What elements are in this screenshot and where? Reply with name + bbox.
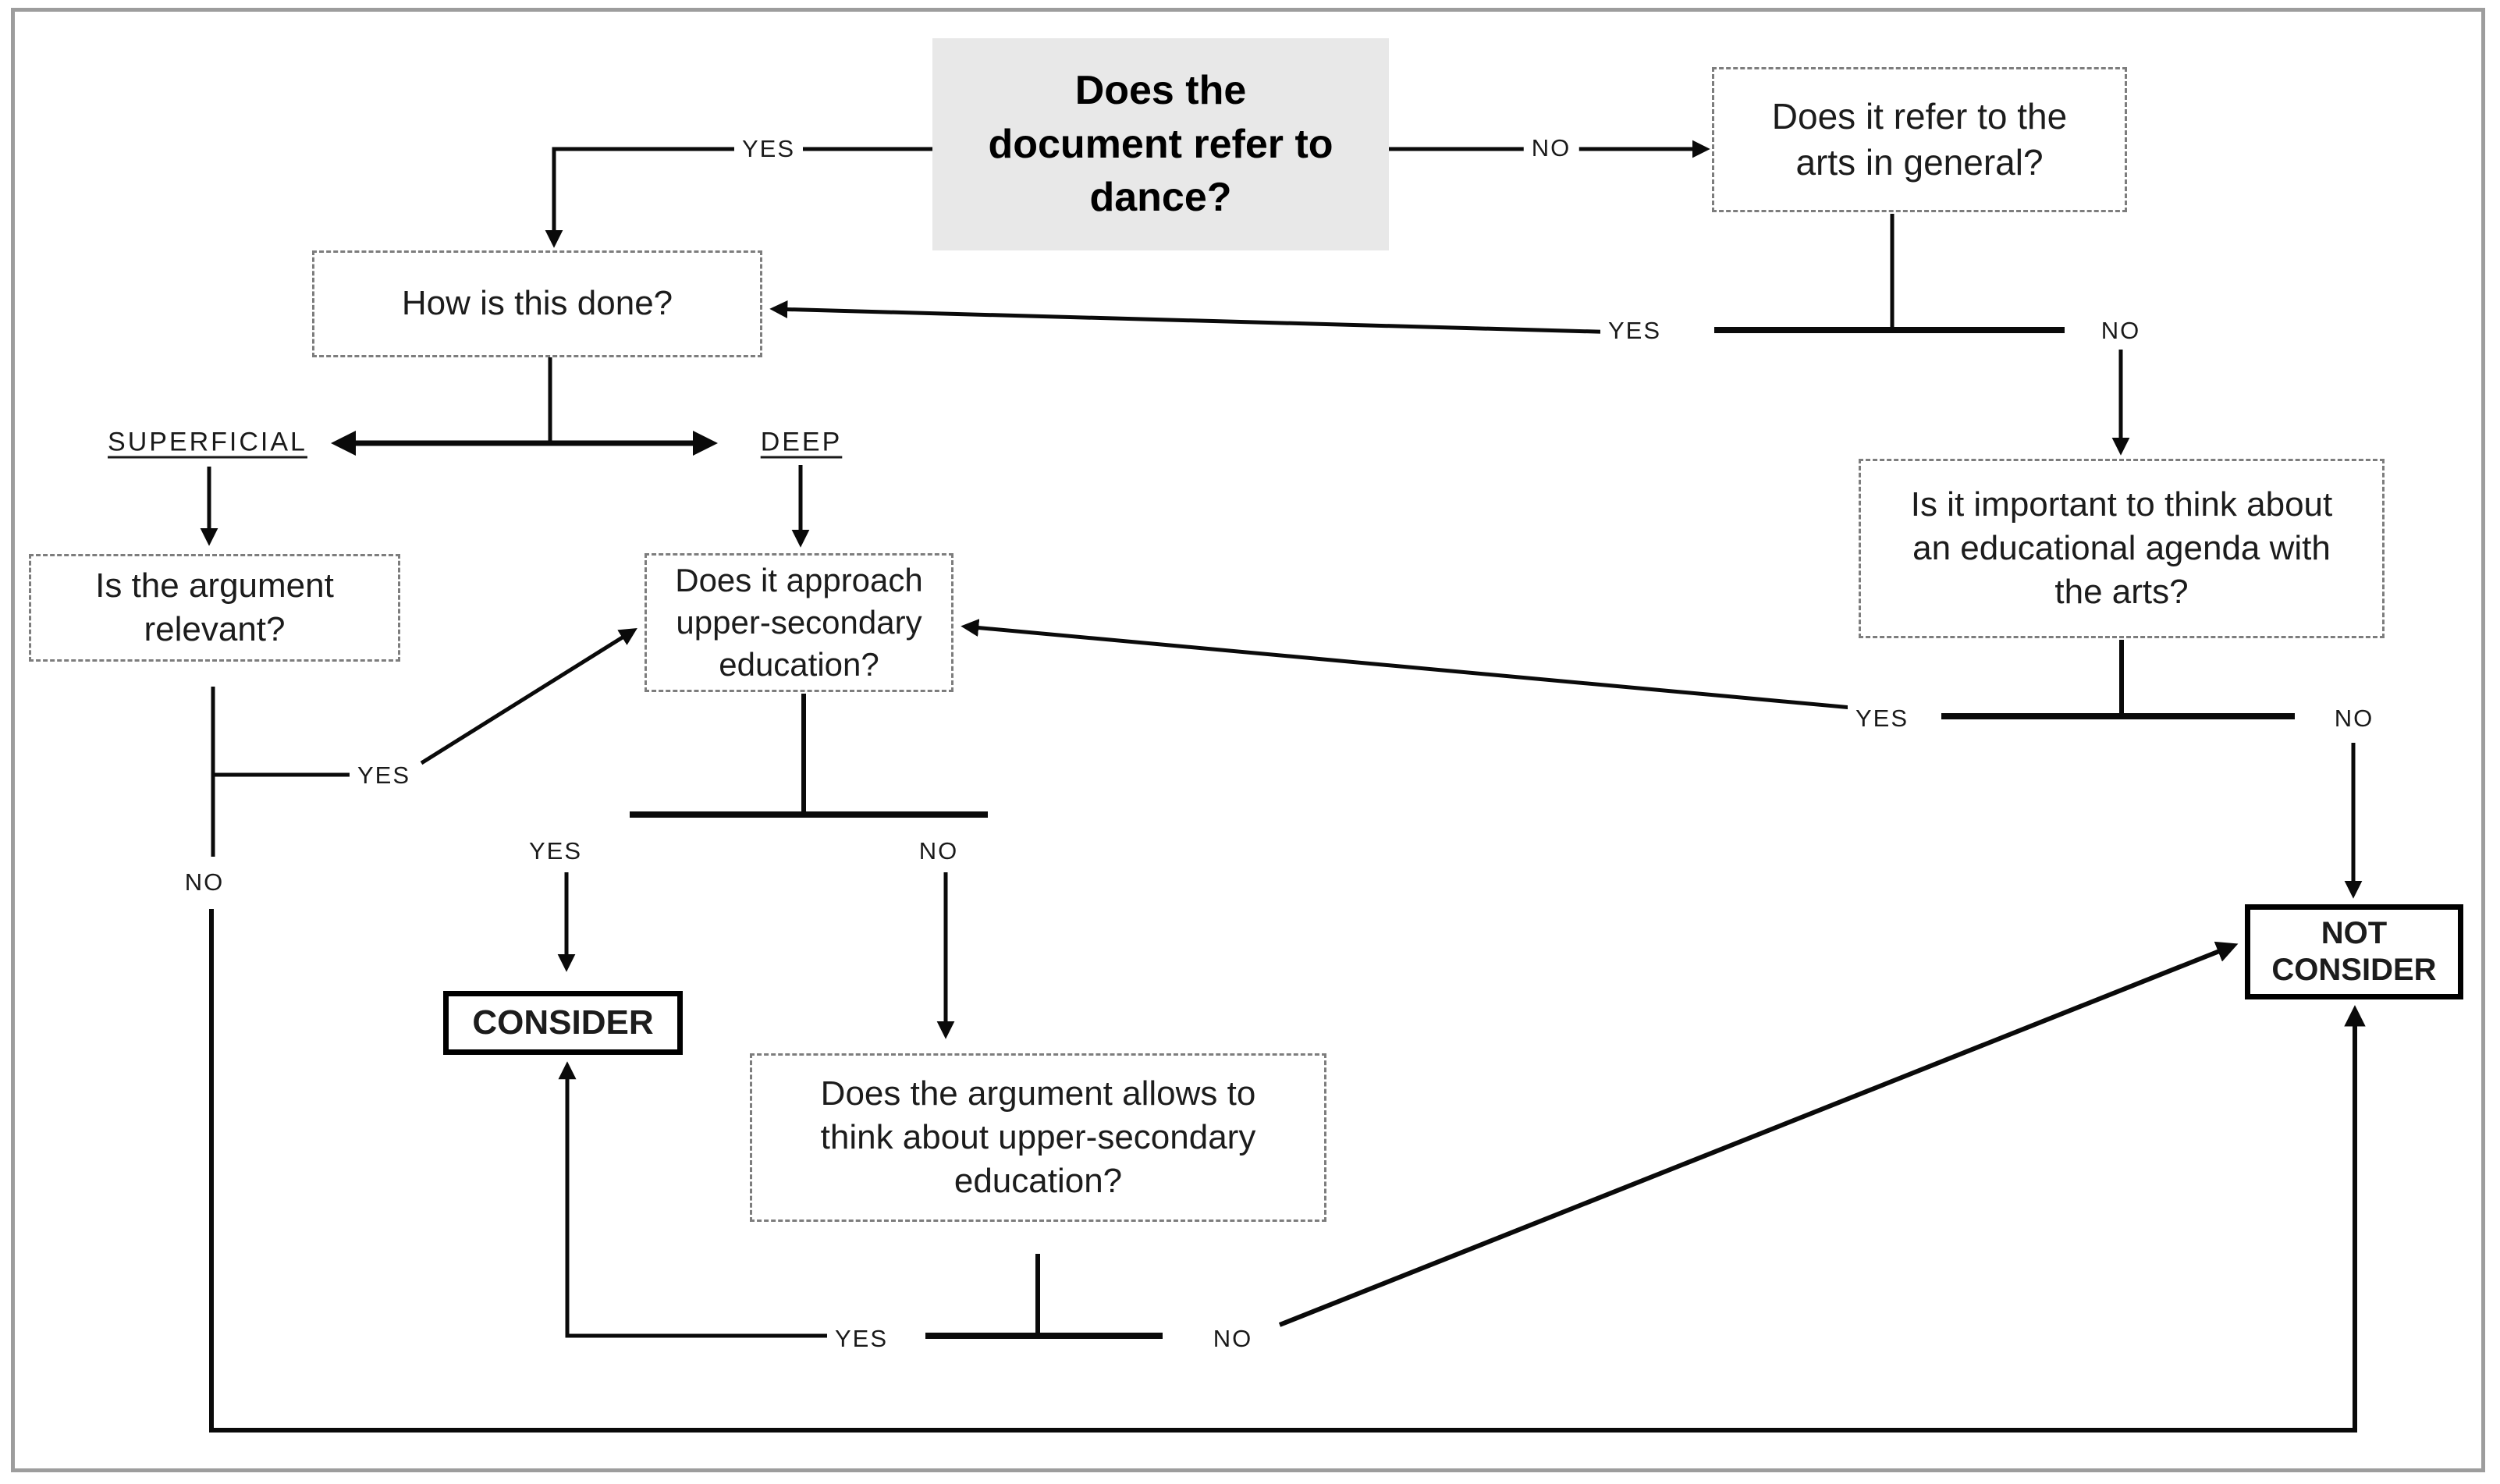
node-approach-question: Does it approach upper-secondary educati… bbox=[645, 553, 953, 692]
edge-important-yes bbox=[961, 619, 1912, 715]
edge-arts-yes bbox=[769, 300, 1624, 335]
edge-label-allows-no: NO bbox=[1205, 1323, 1261, 1354]
node-relevant-question: Is the argument relevant? bbox=[29, 554, 400, 662]
edge-relevant-yes bbox=[420, 627, 637, 765]
edge-label-important-no: NO bbox=[2326, 703, 2382, 734]
edge-label-relevant-no: NO bbox=[176, 867, 233, 898]
edge-label-approach-yes: YES bbox=[520, 836, 591, 867]
edge-allows-no bbox=[1278, 941, 2239, 1327]
edge-root-yes bbox=[545, 147, 932, 248]
edge-relevant-no-bottom bbox=[209, 909, 2366, 1433]
edge-label-important-yes: YES bbox=[1847, 703, 1917, 734]
edge-label-root-no: NO bbox=[1523, 133, 1579, 164]
edge-label-arts-yes: YES bbox=[1600, 315, 1670, 346]
branch-label-superficial: SUPERFICIAL bbox=[108, 427, 307, 457]
node-consider-outcome: CONSIDER bbox=[443, 991, 683, 1055]
edge-label-allows-yes: YES bbox=[826, 1323, 897, 1354]
node-root-question: Does the document refer to dance? bbox=[932, 38, 1389, 250]
edge-label-root-yes: YES bbox=[733, 133, 804, 165]
node-not-consider-outcome: NOT CONSIDER bbox=[2245, 904, 2463, 999]
edge-label-arts-no: NO bbox=[2093, 315, 2149, 346]
node-allows-question: Does the argument allows to think about … bbox=[750, 1053, 1326, 1222]
node-how-question: How is this done? bbox=[312, 250, 762, 357]
branch-label-deep: DEEP bbox=[760, 427, 843, 457]
edge-label-approach-no: NO bbox=[911, 836, 967, 867]
edge-label-relevant-yes: YES bbox=[349, 760, 419, 791]
node-important-question: Is it important to think about an educat… bbox=[1859, 459, 2385, 638]
node-arts-question: Does it refer to the arts in general? bbox=[1712, 67, 2127, 212]
edge-allows-yes bbox=[558, 1061, 827, 1338]
figure-border bbox=[11, 8, 2485, 1472]
